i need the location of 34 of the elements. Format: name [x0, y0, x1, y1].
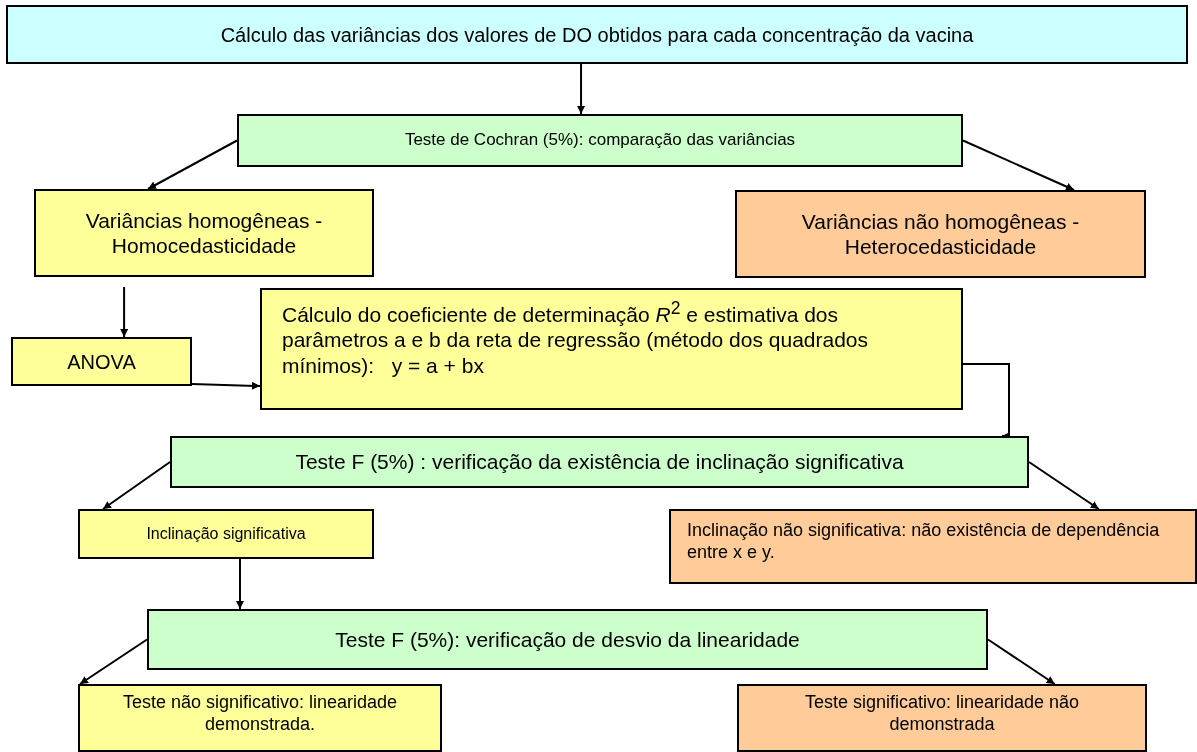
test-box	[237, 114, 963, 167]
node-text: Inclinação significativa	[146, 524, 306, 544]
result-box	[737, 684, 1147, 752]
arrow	[191, 381, 261, 390]
arrow	[577, 63, 586, 115]
node-text: Variâncias homogêneas - Homocedasticidade	[84, 207, 324, 259]
arrow	[102, 461, 171, 510]
node-text: Teste F (5%): verificação de desvio da linearidade	[335, 626, 800, 653]
node-text: Teste significativo: linearidade não demonstrada	[803, 692, 1081, 736]
node-text: Variâncias não homogêneas - Heterocedasticidade	[800, 208, 1081, 260]
node-text: Teste de Cochran (5%): comparação das variâncias	[404, 130, 796, 151]
node-text: Teste F (5%) : verificação da existência de inclinação significativa	[295, 449, 904, 475]
result-box	[669, 509, 1197, 584]
result-box	[78, 509, 374, 559]
arrow	[79, 638, 148, 685]
node-text: Inclinação não significativa: não existência de dependência entre x e y.	[687, 519, 1161, 564]
arrow	[120, 286, 129, 338]
node-text: Cálculo das variâncias dos valores de DO obtidos para cada concentração da vacina	[220, 22, 974, 47]
result-box	[735, 190, 1146, 278]
arrow	[235, 558, 244, 610]
result-box	[78, 684, 442, 752]
test-box	[170, 436, 1029, 488]
process-box	[260, 288, 963, 410]
arrow	[147, 139, 238, 190]
node-text: ANOVA	[67, 349, 136, 374]
test-box	[147, 609, 988, 670]
node-text: Cálculo do coeficiente de determinação R$^{2}$ e estimativa dos parâmetros a e b da reta de regressão (método dos quadrados mínimos): y = a + bx	[282, 298, 870, 378]
result-box	[34, 189, 374, 277]
process-box	[11, 337, 192, 386]
arrow	[962, 139, 1075, 191]
node-text: Teste não significativo: linearidade demonstrada.	[121, 692, 399, 736]
arrow	[987, 638, 1056, 685]
arrow	[1028, 461, 1100, 510]
process-box	[6, 5, 1188, 64]
